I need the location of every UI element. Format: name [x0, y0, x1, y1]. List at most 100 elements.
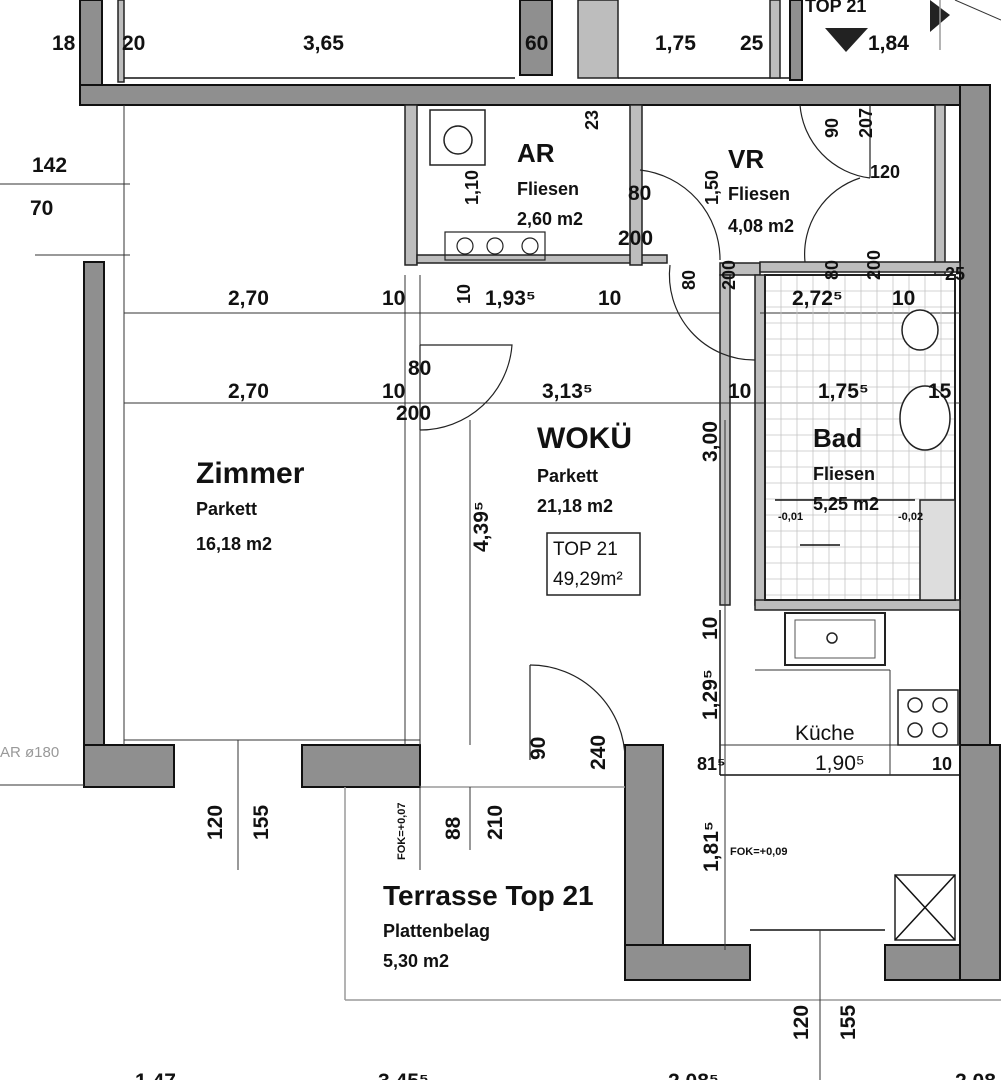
dim-win-88: 88	[442, 816, 465, 840]
dim-row1-10d: 10	[892, 287, 915, 310]
room-name: Küche	[795, 722, 855, 745]
vr-dimensions: 23 1,10 1,50 90 207 120 80 200 80 200 25	[462, 108, 965, 290]
room-zimmer: Zimmer Parkett 16,18 m2	[196, 457, 305, 554]
room-floor: Fliesen	[517, 179, 579, 199]
dim-base-208: 2,08⁵	[668, 1070, 719, 1080]
dim-ter-fok: FOK=+0,09	[730, 846, 787, 858]
room-area: 4,08 m2	[728, 216, 794, 236]
room-floor: Plattenbelag	[383, 921, 490, 941]
dim-ar-180: AR ø180	[0, 744, 59, 761]
interior-lines	[0, 105, 1001, 1001]
room-area: 5,30 m2	[383, 951, 449, 971]
door-dimensions: 80 200 80 200 90 240	[396, 182, 653, 770]
unit-area-box: TOP 21 49,29m²	[546, 532, 641, 596]
room-wokue: WOKÜ Parkett 21,18 m2	[537, 422, 632, 516]
room-floor: Fliesen	[813, 464, 875, 484]
dim-row1-272: 2,72⁵	[792, 287, 843, 310]
dim-row1-10c: 10	[598, 287, 621, 310]
dim-vr-23: 23	[582, 110, 602, 130]
dim-vr-90: 90	[822, 118, 842, 138]
dim-vr-200a: 200	[719, 260, 739, 290]
dim-base-208b: 2,08	[955, 1070, 996, 1080]
dim-row2-175: 1,75⁵	[818, 380, 869, 403]
dim-vr-207: 207	[856, 108, 876, 138]
dim-wall-10: 10	[699, 617, 722, 640]
dimension-lines	[124, 312, 960, 1080]
dim-bad-001: -0,01	[778, 511, 803, 523]
room-vr: VR Fliesen 4,08 m2	[728, 144, 794, 236]
dim-vr-120: 120	[870, 162, 900, 182]
dim-ar-door-200: 200	[618, 227, 653, 250]
dim-vr-25: 25	[945, 264, 965, 284]
unit-area: 49,29m²	[553, 569, 623, 590]
room-floor: Parkett	[196, 499, 257, 519]
top-neighbor-strip	[79, 0, 1001, 106]
dim-wall-439: 4,39⁵	[470, 501, 493, 552]
base-dimensions: 1,47 3,45⁵ 2,08⁵ 2,08	[135, 1070, 996, 1080]
room-name: AR	[517, 138, 555, 168]
stove	[897, 689, 959, 746]
dim-door-240: 240	[587, 735, 610, 770]
dim-70: 70	[30, 197, 53, 220]
room-name: Zimmer	[196, 457, 305, 490]
dim-18: 18	[52, 32, 76, 55]
dim-wall-300: 3,00	[699, 421, 722, 462]
room-name: VR	[728, 144, 764, 174]
room-area: 16,18 m2	[196, 534, 272, 554]
dim-row1-193: 1,93⁵	[485, 287, 536, 310]
dim-184: 1,84	[868, 32, 909, 55]
room-kueche: Küche 1,90⁵	[795, 722, 865, 775]
dim-wall-129: 1,29⁵	[699, 669, 722, 720]
dim-row2-313: 3,13⁵	[542, 380, 593, 403]
dim-k-81: 81⁵	[697, 754, 725, 774]
dim-row2-10a: 10	[382, 380, 405, 403]
room-ar: AR Fliesen 2,60 m2	[517, 138, 583, 229]
left-dimensions: 142 70	[30, 154, 67, 220]
washbasin	[899, 385, 951, 451]
top-dimensions: 18 20 3,65 60 1,75 25 1,84 TOP 21	[52, 0, 909, 55]
dim-row2-10b: 10	[728, 380, 751, 403]
dim-row1-270: 2,70	[228, 287, 269, 310]
kitchen	[784, 612, 959, 941]
room-area: 2,60 m2	[517, 209, 583, 229]
storage-fixtures	[429, 109, 546, 261]
kitchen-sink	[784, 612, 886, 666]
main-walls	[79, 84, 1001, 981]
room-name: WOKÜ	[537, 422, 632, 455]
dim-ar-door-80: 80	[628, 182, 651, 205]
dim-win-155: 155	[250, 805, 273, 840]
room-area: 5,25 m2	[813, 494, 879, 514]
dim-175: 1,75	[655, 32, 696, 55]
dim-142: 142	[32, 154, 67, 177]
dim-bad-002: -0,02	[898, 511, 923, 523]
dim-365: 3,65	[303, 32, 344, 55]
dim-base-147: 1,47	[135, 1070, 176, 1080]
dim-door-90: 90	[527, 737, 550, 760]
room-area: 21,18 m2	[537, 496, 613, 516]
dim-win-210: 210	[484, 805, 507, 840]
dim-ter-181: 1,81⁵	[700, 821, 723, 872]
dim-row2-270: 2,70	[228, 380, 269, 403]
unit-label: TOP 21	[553, 539, 618, 560]
dim-k-10: 10	[932, 754, 952, 774]
room-terrasse: Terrasse Top 21 Plattenbelag 5,30 m2	[383, 880, 594, 971]
dim-bot-120: 120	[790, 1005, 813, 1040]
bathroom	[764, 274, 956, 601]
dim-win-fok: FOK=+0,07	[396, 803, 408, 860]
dim-base-345: 3,45⁵	[378, 1070, 429, 1080]
dim-row1-10b: 10	[454, 284, 474, 304]
dim-row2-15: 15	[928, 380, 952, 403]
doors	[419, 104, 871, 761]
wall-dimensions: 3,00 4,39⁵ 10 1,29⁵ -0,01 -0,02	[470, 421, 923, 720]
toilet	[901, 309, 939, 351]
dim-door-200: 200	[396, 402, 431, 425]
bathtub	[919, 499, 956, 601]
dim-25: 25	[740, 32, 764, 55]
room-floor: Parkett	[537, 466, 598, 486]
room-dim: 1,90⁵	[815, 752, 865, 775]
room-name: Terrasse Top 21	[383, 880, 594, 911]
room-name: Bad	[813, 423, 862, 453]
dim-door-80: 80	[408, 357, 431, 380]
dim-win-120: 120	[204, 805, 227, 840]
